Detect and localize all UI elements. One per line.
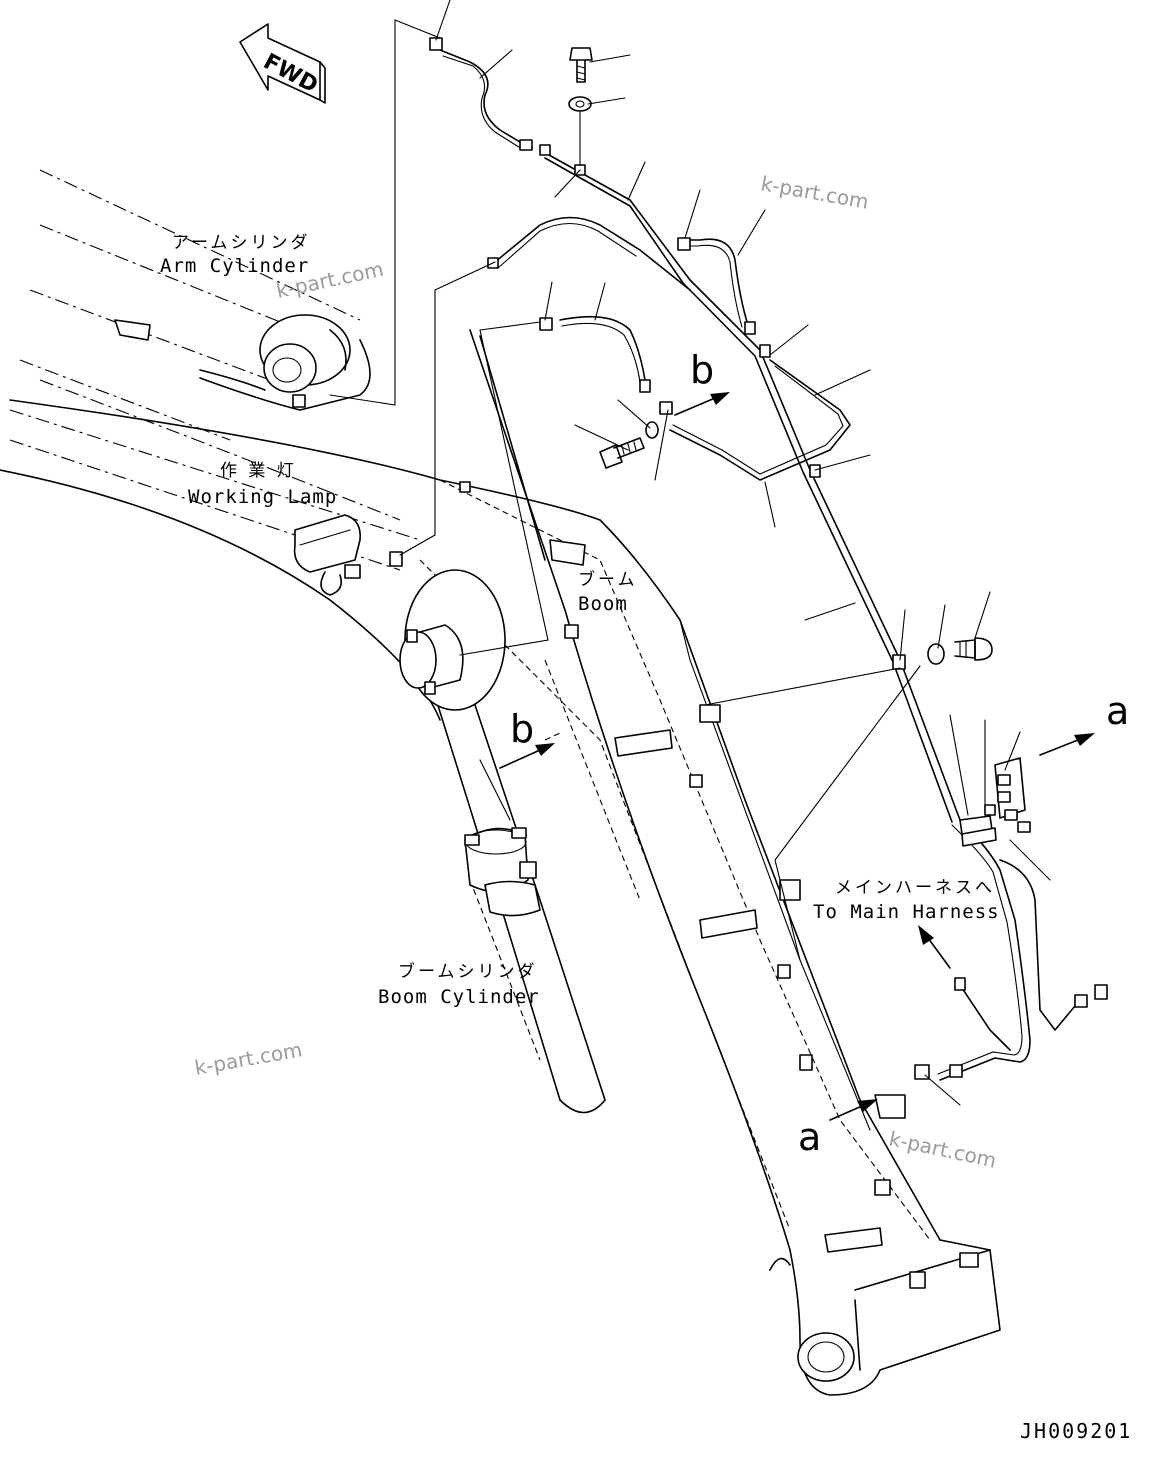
view-a-label-bottom: a [798,1115,821,1159]
view-b-label-bottom: b [510,707,534,751]
arm-cylinder-pivot [199,314,371,411]
fasteners [568,47,993,665]
boom-brackets [114,319,926,1289]
callout-labels: アームシリンダ Arm Cylinder 作 業 灯 Working Lamp … [160,233,1132,1443]
boom-body [0,329,1001,1396]
watermark: k-part.com [887,1126,999,1172]
boom-cylinder-label-jp: ブームシリンダ [398,961,538,982]
working-lamp [293,514,403,596]
main-harness-label-en: To Main Harness [813,901,1000,923]
boom-cylinder-head [399,569,541,917]
watermark: k-part.com [193,1037,304,1080]
view-arrows [499,392,1095,1121]
boom-cylinder-label-en: Boom Cylinder [378,986,540,1008]
watermark: k-part.com [759,171,870,214]
drawing-code: JH009201 [1020,1419,1132,1443]
leader-lines [329,0,1051,1106]
main-harness-label-jp: メインハーネスへ [835,878,995,898]
working-lamp-label-en: Working Lamp [188,486,337,508]
fwd-arrow: FWD [239,23,326,104]
view-b-label-top: b [690,348,714,392]
arm-cylinder-label-en: Arm Cylinder [160,255,309,277]
arm-cylinder-label-jp: アームシリンダ [172,233,310,253]
arm-outline [9,169,421,571]
wiring-harness [429,37,1108,1081]
view-a-label-right: a [1106,689,1129,733]
boom-label-en: Boom [578,593,628,615]
working-lamp-label-jp: 作 業 灯 [220,461,297,481]
boom-label-jp: ブーム [578,569,638,590]
